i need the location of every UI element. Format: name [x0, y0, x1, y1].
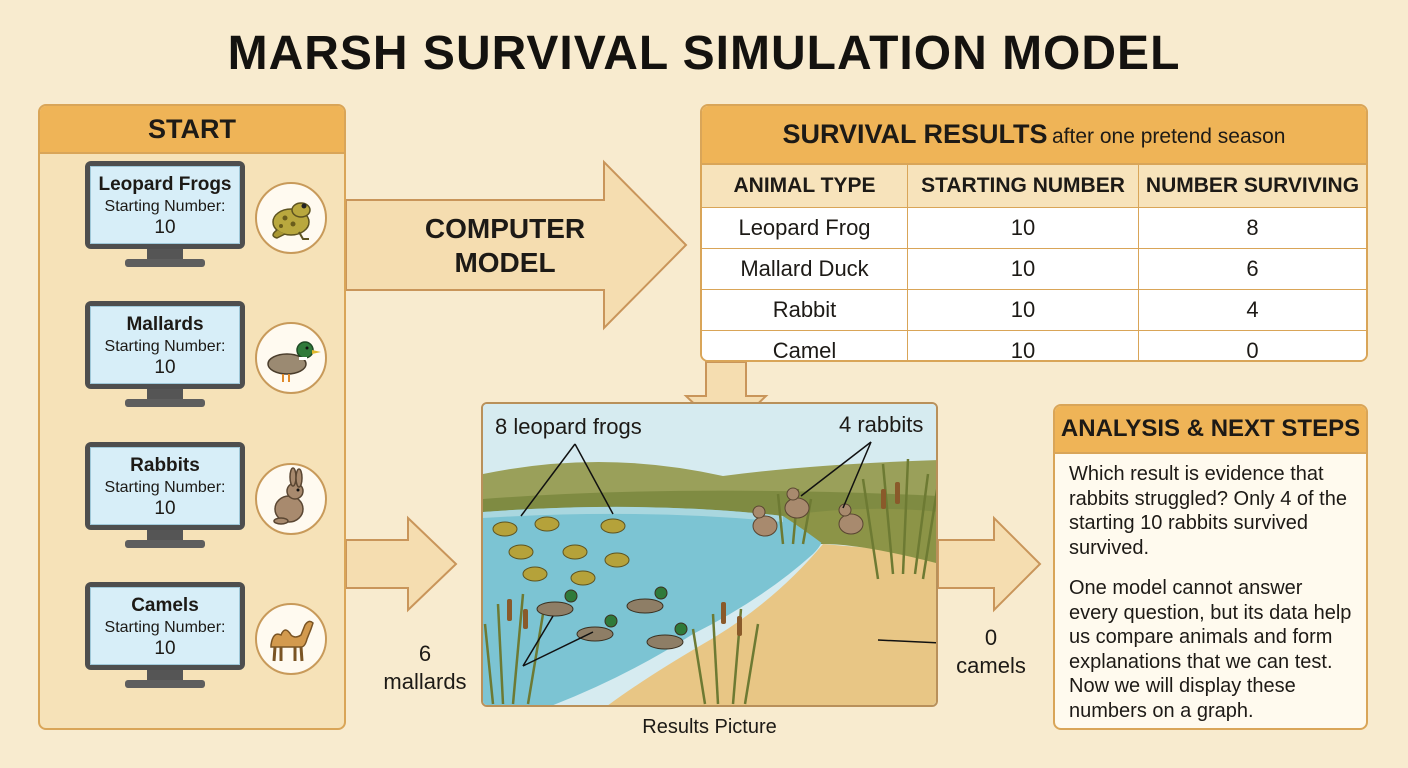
monitor-label: Starting Number: — [104, 479, 226, 496]
monitor-value: 10 — [154, 217, 176, 238]
frog-icon — [255, 182, 327, 254]
table-row: Leopard Frog 10 8 — [702, 207, 1366, 249]
monitor-value: 10 — [154, 498, 176, 519]
survival-results-table: SURVIVAL RESULTS after one pretend seaso… — [700, 104, 1368, 362]
frogs-label: 8 leopard frogs — [495, 414, 642, 439]
camels-label: 0 camels — [946, 624, 1036, 680]
column-header: ANIMAL TYPE — [702, 165, 908, 208]
duck-icon — [255, 322, 327, 394]
results-subtitle: after one pretend season — [1051, 125, 1286, 148]
monitor-value: 10 — [154, 638, 176, 659]
table-cell: Leopard Frog — [702, 207, 908, 249]
table-header-row: ANIMAL TYPE STARTING NUMBER NUMBER SURVI… — [702, 165, 1366, 208]
table-cell: Mallard Duck — [702, 248, 908, 290]
analysis-paragraph-1: Which result is evidence that rabbits st… — [1069, 463, 1347, 559]
start-to-picture-arrow — [345, 515, 458, 613]
table-cell: 10 — [907, 330, 1139, 360]
computer-model-line2: MODEL — [454, 247, 556, 278]
mallards-label: 6 mallards — [380, 640, 470, 696]
mallards-count: 6 — [418, 641, 432, 666]
results-grid: ANIMAL TYPE STARTING NUMBER NUMBER SURVI… — [702, 165, 1366, 360]
table-cell: 8 — [1138, 207, 1366, 249]
start-header: START — [40, 106, 344, 154]
results-picture: 8 leopard frogs 4 rabbits — [481, 402, 938, 707]
rabbit-icon — [255, 463, 327, 535]
table-cell: 4 — [1138, 289, 1366, 331]
marsh-scene — [483, 404, 936, 705]
picture-caption: Results Picture — [642, 716, 777, 738]
page-title: MARSH SURVIVAL SIMULATION MODEL — [227, 27, 1181, 80]
mallards-word: mallards — [383, 669, 467, 694]
table-row: Camel 10 0 — [702, 330, 1366, 360]
table-row: Mallard Duck 10 6 — [702, 248, 1366, 290]
monitor-leopard-frogs: Leopard Frogs Starting Number: 10 — [85, 161, 245, 267]
table-cell: 10 — [907, 248, 1139, 290]
analysis-header: ANALYSIS & NEXT STEPS — [1055, 406, 1366, 454]
camels-word: camels — [956, 653, 1026, 678]
table-cell: 10 — [907, 207, 1139, 249]
sand-bank — [608, 544, 936, 705]
monitor-label: Starting Number: — [104, 198, 226, 215]
picture-to-analysis-arrow — [937, 515, 1042, 613]
table-cell: 0 — [1138, 330, 1366, 360]
monitor-name: Leopard Frogs — [98, 174, 232, 195]
camel-icon — [255, 603, 327, 675]
column-header: NUMBER SURVIVING — [1138, 165, 1366, 208]
camels-count: 0 — [984, 625, 998, 650]
monitor-camels: Camels Starting Number: 10 — [85, 582, 245, 688]
column-header: STARTING NUMBER — [907, 165, 1139, 208]
monitor-rabbits: Rabbits Starting Number: 10 — [85, 442, 245, 548]
analysis-panel: ANALYSIS & NEXT STEPS Which result is ev… — [1053, 404, 1368, 730]
monitor-value: 10 — [154, 357, 176, 378]
computer-model-label: COMPUTER MODEL — [420, 212, 590, 280]
table-cell: 10 — [907, 289, 1139, 331]
monitor-name: Rabbits — [130, 455, 200, 476]
table-row: Rabbit 10 4 — [702, 289, 1366, 331]
table-cell: 6 — [1138, 248, 1366, 290]
results-header: SURVIVAL RESULTS after one pretend seaso… — [702, 106, 1366, 165]
results-title: SURVIVAL RESULTS — [782, 119, 1048, 149]
start-panel: START Leopard Frogs Starting Number: 10 … — [38, 104, 346, 730]
monitor-name: Mallards — [126, 314, 204, 335]
table-cell: Camel — [702, 330, 908, 360]
monitor-name: Camels — [131, 595, 199, 616]
monitor-mallards: Mallards Starting Number: 10 — [85, 301, 245, 407]
table-cell: Rabbit — [702, 289, 908, 331]
monitor-label: Starting Number: — [104, 619, 226, 636]
analysis-paragraph-2: One model cannot answer every question, … — [1069, 577, 1352, 722]
computer-model-line1: COMPUTER — [424, 213, 586, 244]
monitor-label: Starting Number: — [104, 338, 226, 355]
rabbits-label: 4 rabbits — [839, 412, 924, 437]
